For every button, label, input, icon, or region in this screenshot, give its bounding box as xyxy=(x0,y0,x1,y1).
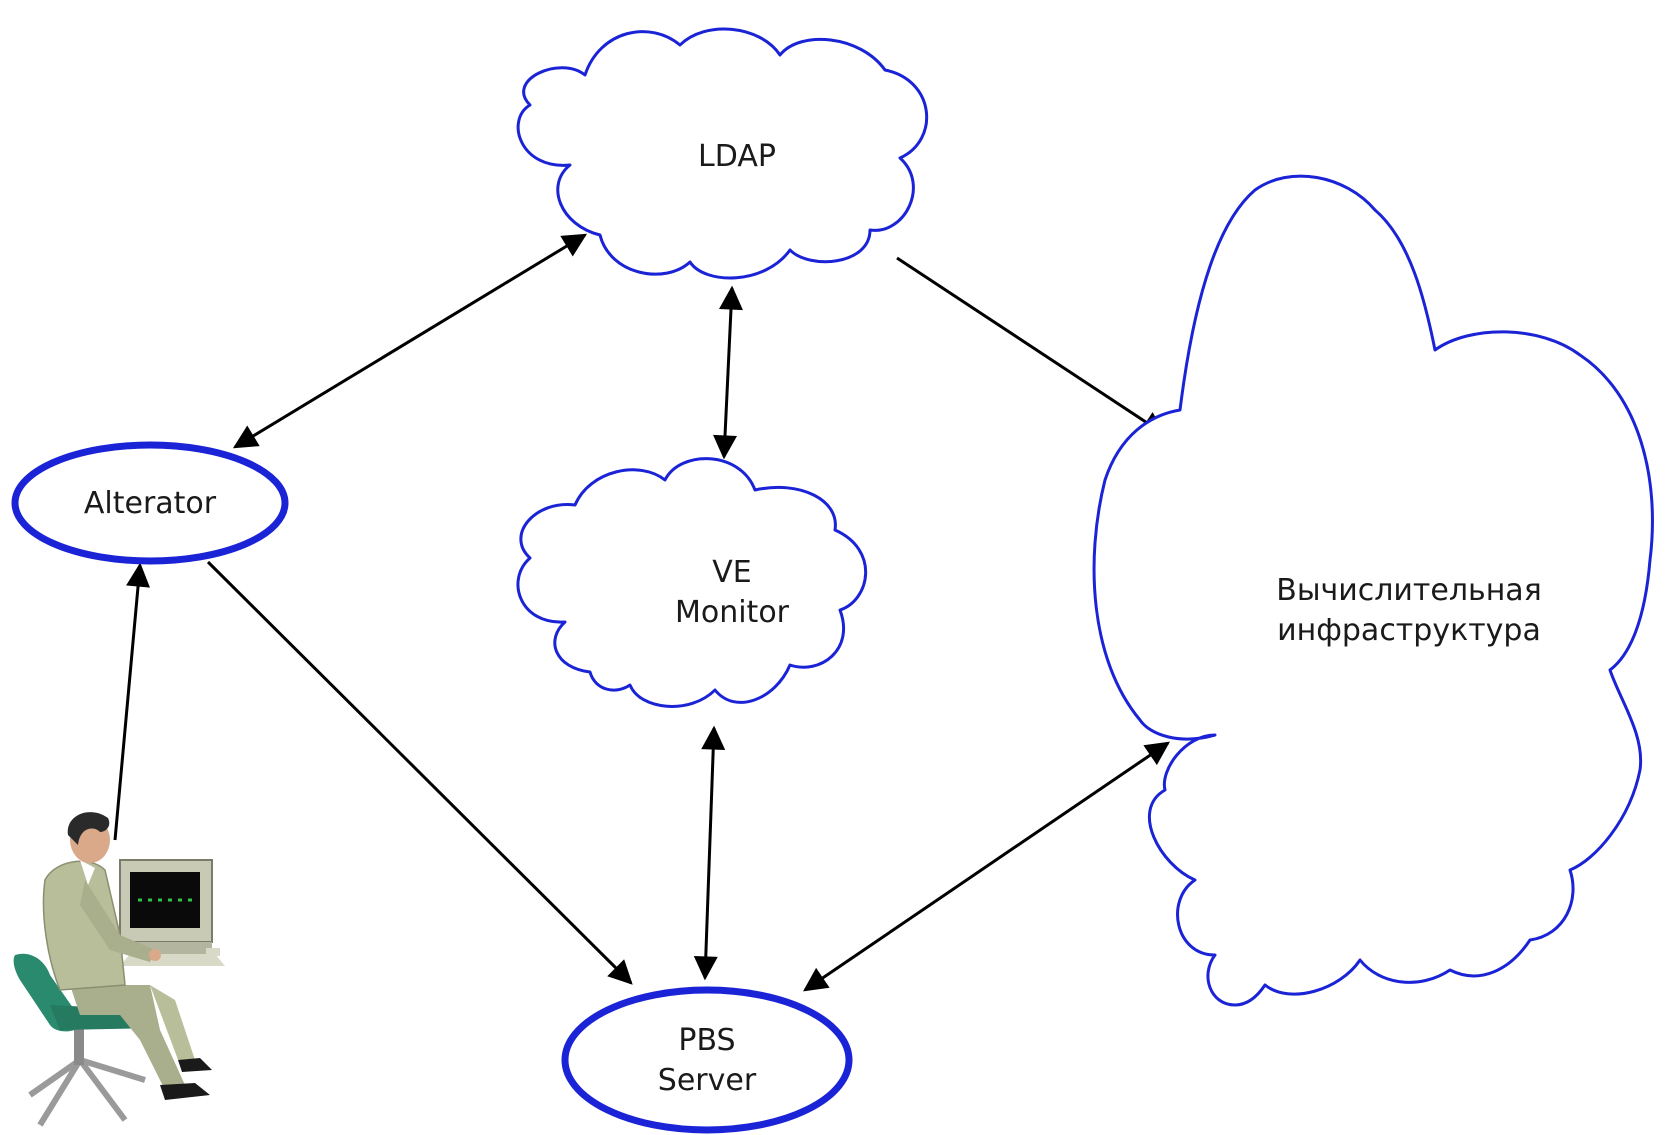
edge-ldap-alterator xyxy=(232,233,588,449)
ldap-label: LDAP xyxy=(698,139,776,174)
pbs-server-node: PBS Server xyxy=(561,986,853,1134)
edge-ldap-ve-monitor xyxy=(713,285,743,460)
edge-alterator-pbs xyxy=(206,560,633,985)
edge-user-alterator xyxy=(113,562,150,841)
compute-infrastructure-cloud: Вычислительная инфраструктура xyxy=(1092,174,1654,1007)
compute-label-line-1: Вычислительная xyxy=(1276,573,1542,608)
alterator-oval xyxy=(11,441,289,565)
compute-cloud-shape xyxy=(1092,174,1654,1007)
compute-label-line-2: инфраструктура xyxy=(1277,613,1541,648)
edge-ve-monitor-pbs xyxy=(693,725,726,981)
alterator-node: Alterator xyxy=(11,441,289,565)
monitor xyxy=(119,859,225,966)
person xyxy=(42,812,212,1100)
ve-monitor-label-line-2: Monitor xyxy=(675,595,790,630)
pbs-server-label-line-1: PBS xyxy=(678,1023,735,1058)
person-at-computer-icon xyxy=(13,812,225,1127)
ve-monitor-label-line-1: VE xyxy=(712,555,751,590)
edges xyxy=(113,233,1170,992)
edge-ldap-compute xyxy=(896,256,1167,436)
ldap-cloud-shape xyxy=(516,27,929,280)
ve-monitor-cloud-shape xyxy=(516,457,868,708)
ldap-cloud: LDAP xyxy=(516,27,929,280)
pbs-server-oval xyxy=(561,986,853,1134)
alterator-label: Alterator xyxy=(84,486,217,521)
edge-compute-pbs xyxy=(803,741,1170,992)
pbs-server-label-line-2: Server xyxy=(658,1063,757,1098)
ve-monitor-cloud: VE Monitor xyxy=(516,457,868,708)
